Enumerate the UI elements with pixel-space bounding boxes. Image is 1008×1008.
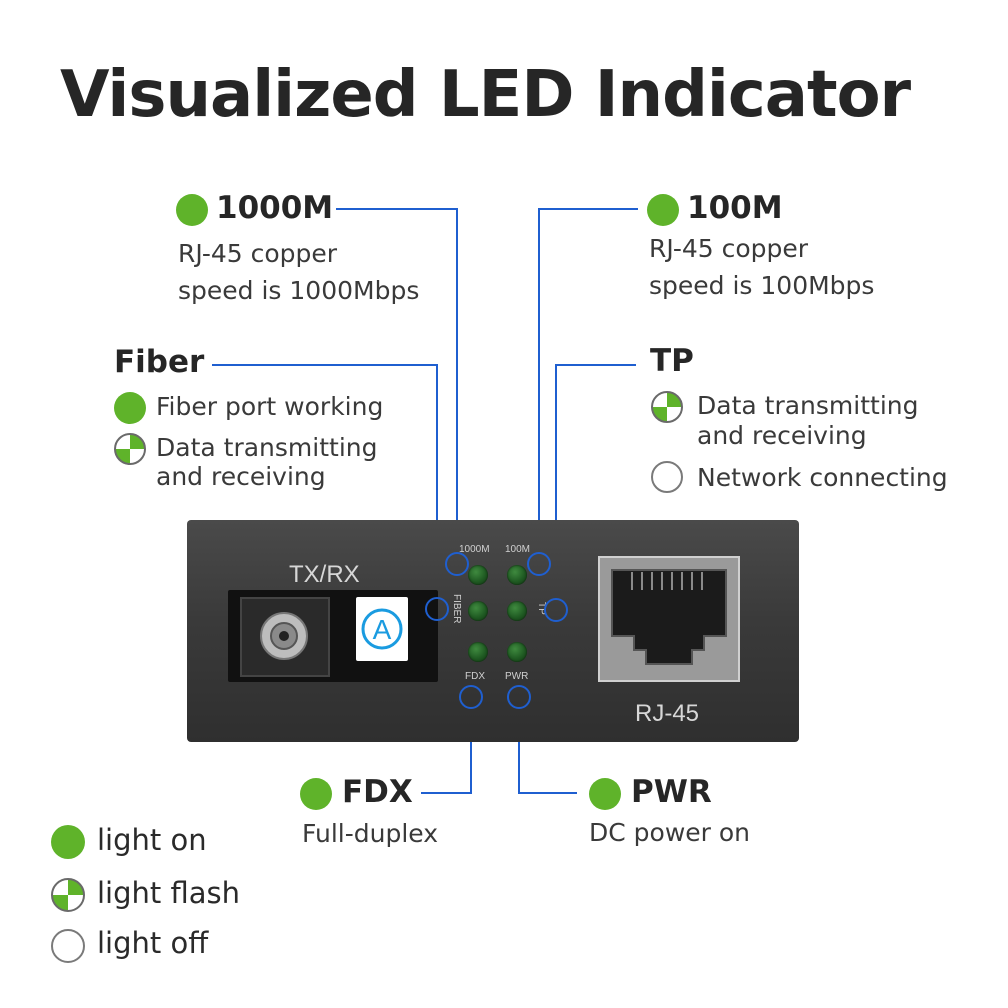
callout-100m-desc-line1: RJ-45 copper (649, 234, 809, 263)
led-fiber (468, 601, 488, 621)
callout-pwr-desc: DC power on (589, 818, 751, 847)
rj45-socket-icon (611, 569, 727, 665)
callout-marker-tp (544, 598, 568, 622)
led-tp (507, 601, 527, 621)
callout-fiber-item1: Fiber port working (156, 392, 384, 421)
led-fdx (468, 642, 488, 662)
txrx-label: TX/RX (289, 561, 360, 588)
callout-marker-fdx (459, 685, 483, 709)
connector-1000m (336, 208, 458, 552)
callout-marker-pwr (507, 685, 531, 709)
callout-marker-1000m (445, 552, 469, 576)
callout-fiber-heading: Fiber (114, 344, 205, 380)
led-100m (507, 565, 527, 585)
light-off-icon (651, 461, 683, 493)
sc-connector-hole-icon (260, 612, 308, 660)
rj45-label: RJ-45 (635, 700, 700, 727)
callout-fiber-item2-line2: and receiving (156, 462, 326, 491)
light-flash-icon (651, 391, 683, 423)
light-on-icon (300, 778, 332, 810)
a-logo-letter: A (373, 614, 392, 645)
light-on-icon (176, 194, 208, 226)
callout-fdx-desc: Full-duplex (302, 819, 439, 848)
callout-pwr-heading: PWR (631, 774, 712, 810)
callout-tp-item2: Network connecting (697, 463, 948, 492)
led-label-pwr: PWR (505, 671, 529, 682)
callout-100m-desc-line2: speed is 100Mbps (649, 271, 875, 300)
a-logo-icon: A (361, 608, 403, 650)
light-on-icon (114, 392, 146, 424)
light-on-icon (589, 778, 621, 810)
callout-fiber-item2-line1: Data transmitting (156, 433, 378, 462)
light-on-icon (647, 194, 679, 226)
led-1000m (468, 565, 488, 585)
callout-tp-item1-line2: and receiving (697, 421, 867, 450)
a-logo-label (356, 597, 408, 661)
callout-fdx-heading: FDX (342, 774, 413, 810)
legend-light-flash-icon (51, 878, 85, 912)
callout-tp-heading: TP (650, 343, 694, 379)
callout-marker-fiber (425, 597, 449, 621)
legend-label-light-flash: light flash (97, 876, 241, 910)
callout-marker-100m (527, 552, 551, 576)
led-label-fdx: FDX (465, 671, 485, 682)
callout-100m-heading: 100M (687, 190, 783, 226)
legend-label-light-off: light off (97, 926, 209, 960)
callout-tp-item1-line1: Data transmitting (697, 391, 919, 420)
legend-label-light-on: light on (97, 823, 207, 857)
connector-fiber (212, 364, 438, 597)
legend-light-on-icon (51, 825, 85, 859)
callout-1000m-desc-line2: speed is 1000Mbps (178, 276, 420, 305)
legend-light-off-icon (51, 929, 85, 963)
callout-1000m-desc-line1: RJ-45 copper (178, 239, 338, 268)
led-label-fiber: FIBER (451, 594, 462, 624)
page-title: Visualized LED Indicator (60, 58, 911, 132)
led-label-1000m: 1000M (459, 544, 490, 555)
led-label-100m: 100M (505, 544, 531, 555)
connector-100m (538, 208, 638, 552)
callout-1000m-heading: 1000M (216, 190, 334, 226)
light-flash-icon (114, 433, 146, 465)
led-pwr (507, 642, 527, 662)
